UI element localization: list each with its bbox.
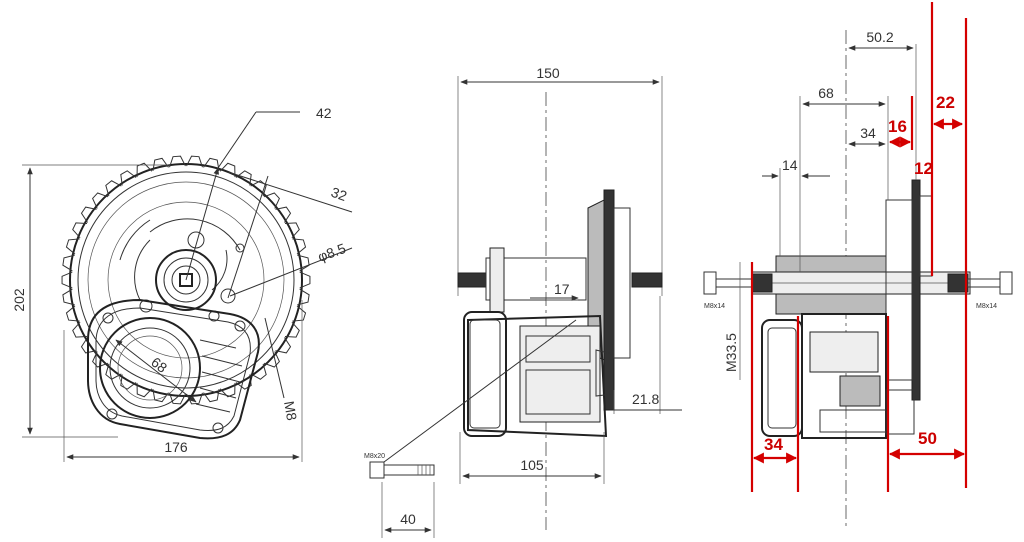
chainring-tooth bbox=[169, 155, 186, 168]
red-dim-34: 34 bbox=[764, 435, 783, 454]
axle-outer bbox=[155, 249, 217, 311]
bolt-label-side: M8x20 bbox=[364, 453, 385, 460]
chainring-tooth bbox=[250, 363, 267, 380]
chainring-tooth bbox=[92, 351, 109, 368]
chainring-tooth bbox=[72, 222, 88, 239]
dim-32: 32 bbox=[329, 184, 349, 204]
chainring-tooth bbox=[297, 288, 310, 306]
red-dim-16: 16 bbox=[888, 117, 907, 136]
chainring-tooth bbox=[299, 271, 311, 289]
chainring-tooth bbox=[62, 288, 75, 306]
dim-21-8: 21.8 bbox=[632, 391, 659, 407]
chainring-tooth bbox=[92, 192, 109, 209]
chainring-tooth bbox=[263, 351, 280, 368]
dim-68-section: 68 bbox=[818, 85, 834, 101]
chainring-tooth bbox=[284, 222, 300, 239]
dim-14: 14 bbox=[782, 157, 798, 173]
chainring-tooth bbox=[292, 238, 307, 255]
dim-34-section: 34 bbox=[860, 125, 876, 141]
chainring-tooth bbox=[152, 157, 169, 171]
dim-50-2: 50.2 bbox=[866, 29, 893, 45]
dim-176: 176 bbox=[164, 439, 188, 455]
dim-40: 40 bbox=[400, 511, 416, 527]
chainring-tooth bbox=[186, 155, 203, 168]
chainring-tooth bbox=[65, 238, 80, 255]
chainring-tooth bbox=[235, 170, 252, 186]
red-dim-50: 50 bbox=[918, 429, 937, 448]
chainring-tooth bbox=[219, 382, 236, 398]
chainring-tooth bbox=[219, 162, 236, 178]
dim-hole-diameter: φ8.5 bbox=[316, 240, 348, 265]
dim-105: 105 bbox=[520, 457, 544, 473]
chainring-tooth bbox=[72, 321, 88, 338]
dim-m33-5: M33.5 bbox=[723, 333, 739, 372]
dim-202: 202 bbox=[11, 288, 27, 312]
chainring-tooth bbox=[292, 305, 307, 322]
chainring-tooth bbox=[203, 389, 220, 403]
chainring-tooth bbox=[275, 337, 292, 354]
chainring-tooth bbox=[62, 254, 75, 272]
chainring-tooth bbox=[297, 254, 310, 272]
chainring-tooth bbox=[80, 337, 97, 354]
front-view: 202 176 42 32 φ8.5 68 M8 bbox=[11, 105, 353, 462]
motor-housing-section bbox=[761, 313, 915, 439]
side-view: 150 17 21.8 105 bbox=[364, 65, 682, 538]
chainring-tooth bbox=[61, 271, 73, 289]
chainring-tooth bbox=[263, 192, 280, 209]
red-dim-12: 12 bbox=[914, 159, 933, 178]
section-view: M8x14 M8x14 50.2 68 34 bbox=[703, 2, 1013, 530]
dim-150: 150 bbox=[536, 65, 560, 81]
chainring-tooth bbox=[203, 157, 220, 171]
dim-17: 17 bbox=[554, 281, 570, 297]
chainring-tooth bbox=[120, 170, 137, 186]
dim-42: 42 bbox=[316, 105, 332, 121]
dim-68-front: 68 bbox=[148, 354, 170, 376]
chainring-tooth bbox=[65, 305, 80, 322]
chainring-tooth bbox=[80, 206, 97, 223]
chainring-tooth bbox=[136, 162, 153, 178]
chainring-tooth bbox=[284, 321, 300, 338]
red-dim-22: 22 bbox=[936, 93, 955, 112]
motor-body-side bbox=[463, 311, 613, 438]
bolt-label-right: M8x14 bbox=[976, 303, 997, 310]
red-annotations: 22 16 12 34 50 bbox=[750, 2, 968, 492]
motor-housing-front bbox=[87, 298, 260, 440]
bolt-label-left: M8x14 bbox=[704, 303, 725, 310]
chainring-tooth bbox=[275, 206, 292, 223]
dim-m8: M8 bbox=[281, 400, 300, 422]
chainring-tooth bbox=[105, 180, 122, 197]
